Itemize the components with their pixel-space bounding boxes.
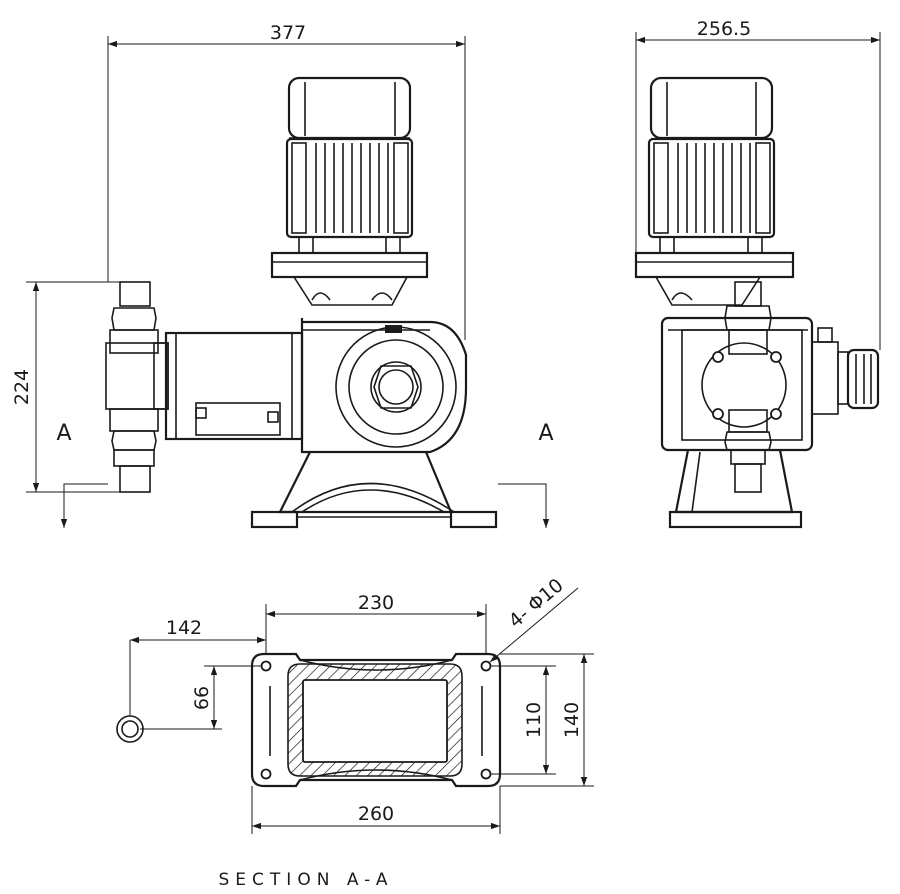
section-label-right: A <box>538 421 553 446</box>
section-a-a-view <box>116 640 502 788</box>
dimension-inner-length: 230 <box>265 592 487 654</box>
dimension-base-depth: 140 <box>500 653 594 787</box>
dim-224: 224 <box>11 369 33 405</box>
dim-260: 260 <box>358 803 394 825</box>
dimension-hole-spacing: 110 <box>490 665 556 775</box>
section-indicator-left: A <box>56 421 108 528</box>
dim-142: 142 <box>166 617 202 639</box>
dim-230: 230 <box>358 592 394 614</box>
dimension-mounting-holes: 4- Φ10 <box>489 574 579 663</box>
dimension-inlet-height: 224 <box>11 281 120 493</box>
dimension-pipe-offset: 142 <box>130 604 267 654</box>
dimension-pipe-height: 66 <box>140 665 262 730</box>
dimension-side-width: 256.5 <box>635 18 881 350</box>
section-caption: SECTION A-A <box>219 870 394 890</box>
dim-140: 140 <box>561 702 583 738</box>
dim-66: 66 <box>191 686 213 710</box>
section-indicator-right: A <box>498 421 554 528</box>
dim-377: 377 <box>270 22 306 44</box>
dim-110: 110 <box>523 702 545 738</box>
side-view <box>634 76 880 529</box>
front-view <box>105 76 498 529</box>
dimension-overall-width: 377 <box>107 22 466 340</box>
dimension-outer-length: 260 <box>251 786 501 834</box>
motor-fins <box>291 142 409 234</box>
dim-256-5: 256.5 <box>697 18 751 40</box>
section-label-left: A <box>56 421 71 446</box>
